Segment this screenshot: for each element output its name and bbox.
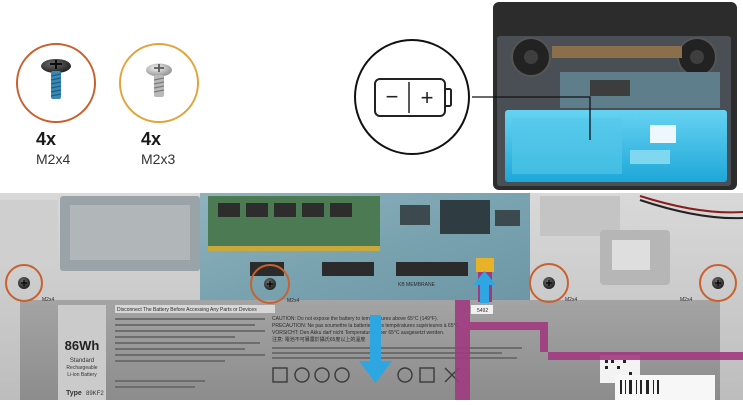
screw-m2x4-size: M2x4 bbox=[36, 151, 70, 167]
board-screw-tag-2: M2x4 bbox=[287, 298, 299, 304]
screw-legend: 4x M2x4 4x M2x3 bbox=[16, 43, 199, 167]
kb-membrane-connector bbox=[396, 262, 468, 276]
battery-capacity: 86Wh bbox=[65, 338, 100, 353]
battery-icon: − + bbox=[374, 78, 452, 117]
remove-battery-arrow-icon bbox=[359, 315, 392, 383]
battery-plus-sign: + bbox=[421, 85, 434, 110]
battery-caution-line-1: CAUTION: Do not expose the battery to te… bbox=[272, 316, 438, 322]
laptop-overview bbox=[472, 2, 737, 190]
battery-type-line1: Standard bbox=[70, 358, 94, 364]
battery-type-code: 89KF2 bbox=[86, 391, 104, 397]
battery-type-line3: Li-ion Battery bbox=[67, 372, 97, 378]
screw-m2x4-count: 4x bbox=[36, 129, 56, 149]
battery-warning-title: Disconnect The Battery Before Accessing … bbox=[117, 307, 257, 313]
battery-caution-line-3: VORSICHT: Den Akku darf nicht Temperatur… bbox=[272, 330, 444, 336]
battery-caution-line-2: PRECAUTION: Ne pas soumettre la batterie… bbox=[272, 323, 460, 329]
battery-cable-connector bbox=[476, 258, 494, 272]
screw-m2x3-size: M2x3 bbox=[141, 151, 175, 167]
screw-m2x4-icon bbox=[16, 43, 96, 123]
battery-minus-sign: − bbox=[386, 84, 399, 109]
certification-marks bbox=[272, 367, 460, 383]
connector-tag: 5492 bbox=[477, 308, 488, 314]
board-screw-tag-3: M2x4 bbox=[565, 297, 577, 303]
battery-type-line2: Rechargeable bbox=[66, 365, 97, 371]
battery-callout: − + bbox=[354, 39, 470, 155]
board-screw-1 bbox=[5, 264, 43, 302]
zoomed-board: KB MEMBRANE 86Wh Standard Rechargeable L… bbox=[0, 193, 743, 400]
screw-m2x3-count: 4x bbox=[141, 129, 161, 149]
battery-caution-line-4: 注意: 電池不可暴露於攝氏65度以上的溫度 bbox=[272, 336, 365, 343]
battery-type-label: Type bbox=[66, 390, 82, 397]
battery-capacity-panel bbox=[58, 305, 106, 400]
board-screw-tag-4: M2x4 bbox=[680, 297, 692, 303]
screw-m2x3-icon bbox=[119, 43, 199, 123]
kb-membrane-label: KB MEMBRANE bbox=[398, 282, 436, 288]
board-screw-tag-1: M2x4 bbox=[42, 297, 54, 303]
board-screw-3 bbox=[529, 263, 569, 303]
board-screw-4 bbox=[699, 264, 737, 302]
board-screw-2 bbox=[250, 264, 290, 304]
lift-cable-arrow-icon bbox=[473, 271, 496, 303]
